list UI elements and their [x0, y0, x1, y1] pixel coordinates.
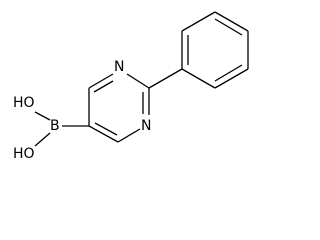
bond-ph6-ph1	[181, 68, 216, 89]
bond-ph2-ph3	[181, 11, 216, 32]
bond-n1-c2	[126, 73, 150, 89]
bond-c6-n1	[88, 73, 114, 89]
bond-n3-c4	[117, 128, 141, 143]
bond-c2-phenyl	[148, 68, 183, 89]
bond-ph5-ph6	[214, 68, 249, 89]
atom-boron: B	[50, 118, 60, 134]
bond-boron-oh-top	[34, 111, 51, 121]
pyrimidine-ring	[88, 73, 150, 143]
atom-hydroxyl-bottom: HO	[13, 146, 35, 162]
bond-c4-c5	[88, 125, 119, 143]
atom-n-bottom: N	[141, 118, 151, 134]
bond-boron-oh-bottom	[34, 132, 51, 147]
atom-n-top: N	[114, 59, 124, 75]
bond-ph3-ph4	[214, 11, 249, 32]
bond-ph5-ph6-inner	[214, 64, 243, 82]
atom-hydroxyl-top: HO	[13, 95, 35, 111]
bond-c6-n1-inner	[93, 80, 114, 93]
bond-c4-c5-inner	[94, 122, 118, 136]
phenyl-ring	[181, 11, 249, 89]
molecule-structure: N N B HO HO	[13, 11, 249, 162]
bond-ph3-ph4-inner	[214, 18, 243, 36]
